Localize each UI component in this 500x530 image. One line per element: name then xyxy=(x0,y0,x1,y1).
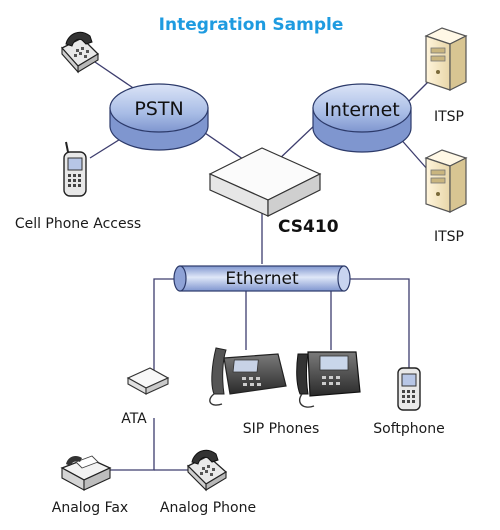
cs410-label: CS410 xyxy=(278,217,339,237)
pstn-network: PSTN xyxy=(109,83,209,151)
pstn-label: PSTN xyxy=(134,98,183,120)
sip-phone-icon xyxy=(296,351,361,408)
itsp-bottom-label: ITSP xyxy=(434,229,464,245)
internet-network: Internet xyxy=(312,83,412,153)
cs410-device: CS410 xyxy=(208,147,339,237)
sip-phones-label: SIP Phones xyxy=(243,421,320,437)
internet-label: Internet xyxy=(324,99,399,121)
ethernet-bus: Ethernet xyxy=(173,265,351,292)
itsp-top-label: ITSP xyxy=(434,109,464,125)
ata-label: ATA xyxy=(121,411,147,427)
sip-phone-icon xyxy=(209,347,287,406)
softphone-label: Softphone xyxy=(373,421,444,437)
analog-phone-icon xyxy=(186,449,228,492)
fax-machine-icon xyxy=(60,455,112,491)
desk-phone-icon xyxy=(60,31,100,74)
diagram-title: Integration Sample xyxy=(159,15,344,35)
itsp-server-icon xyxy=(424,27,468,91)
analog-fax-label: Analog Fax xyxy=(52,500,128,516)
cell-phone-icon xyxy=(63,141,87,197)
ethernet-label: Ethernet xyxy=(225,269,299,289)
analog-phone-label: Analog Phone xyxy=(160,500,256,516)
softphone-icon xyxy=(397,367,421,411)
ata-device-icon xyxy=(126,367,170,395)
cell-phone-access-label: Cell Phone Access xyxy=(15,216,141,232)
itsp-server-icon xyxy=(424,149,468,213)
